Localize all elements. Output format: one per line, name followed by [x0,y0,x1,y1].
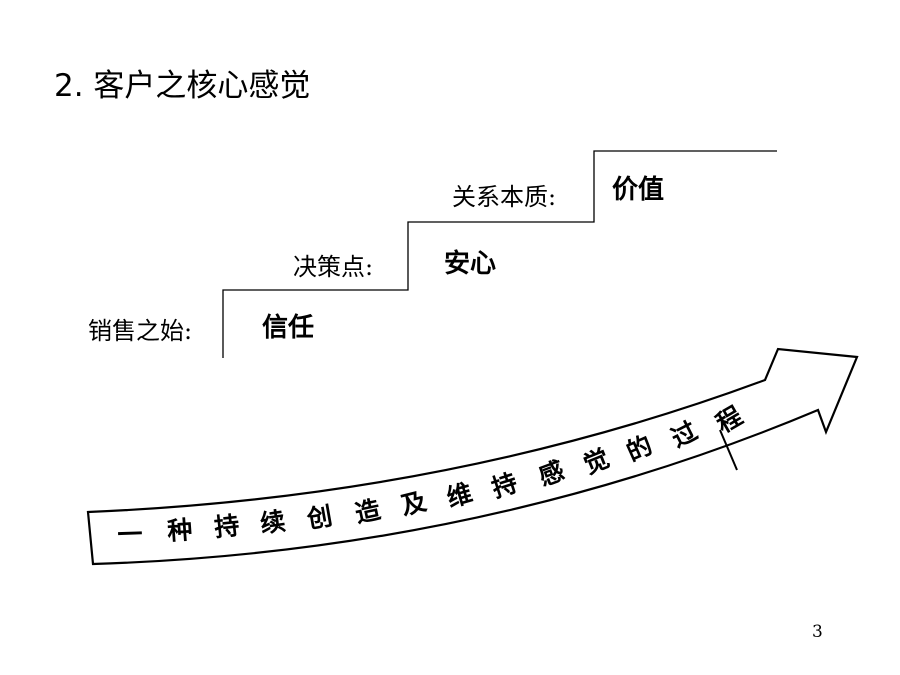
arrow-caption-char: 持 [213,511,241,542]
step-label-decision-point: 决策点: [293,253,374,281]
arrow-caption-char: 种 [166,515,193,546]
arrow-caption-char: 续 [258,506,287,538]
page-number: 3 [812,622,823,642]
step-label-sales-start: 销售之始: [88,317,193,345]
step-value-value: 价值 [612,175,665,205]
step-value-trust: 信任 [262,313,315,343]
arrow-caption-char: 造 [352,495,382,529]
staircase-line [222,150,777,358]
arrow-caption-char: 一 [117,520,143,550]
arrow-caption-char: 创 [304,501,335,534]
arrow-caption: 一种持续创造及维持感觉的过程 [117,401,747,550]
slide-title: 2. 客户之核心感觉 [54,68,311,104]
step-label-relationship-essence: 关系本质: [452,183,557,211]
arrow-notch-line [719,429,738,471]
arrow-band-outline [86,347,859,566]
step-value-reassurance: 安心 [444,249,497,279]
